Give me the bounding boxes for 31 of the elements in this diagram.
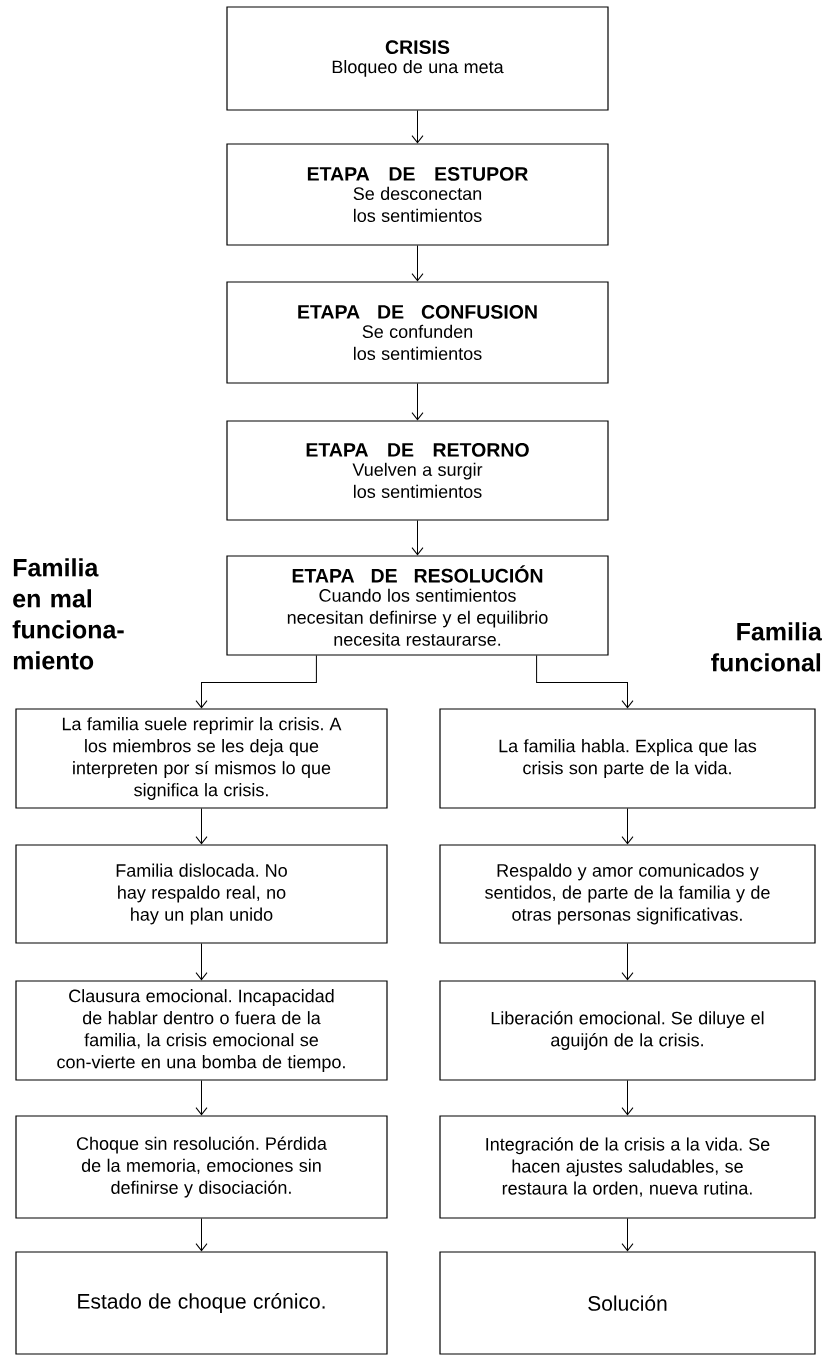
arrow <box>536 655 634 709</box>
step-box: Estado de choque crónico. <box>15 1251 388 1355</box>
step-box: La familia habla. Explica que las crisis son parte de la vida. <box>439 708 816 809</box>
arrow <box>195 1218 208 1252</box>
arrow <box>195 1080 208 1116</box>
arrow <box>195 943 208 981</box>
step-box: Choque sin resolución. Pérdida de la memoria, emociones sin definirse y disociación. <box>15 1115 388 1219</box>
arrow <box>195 655 317 709</box>
column-heading: Familia en mal funciona-miento <box>12 558 124 670</box>
arrow <box>621 1080 634 1116</box>
arrow <box>621 1218 634 1252</box>
step-box: Familia dislocada. No hay respaldo real, no hay un plan unido <box>15 844 388 944</box>
step-box: Solución <box>439 1251 816 1355</box>
arrow <box>411 520 424 556</box>
step-box: Integración de la crisis a la vida. Se hacen ajustes saludables, se restaura la orden, nueva rutina. <box>439 1115 816 1219</box>
stage-box: ETAPA DE CONFUSION Se confunden los sentimientos <box>226 281 609 384</box>
stage-box: CRISIS Bloqueo de una meta <box>226 6 609 111</box>
step-box: La familia suele reprimir la crisis. A los miembros se les deja que interpreten por sí mismos lo que significa la crisis. <box>15 708 388 809</box>
stage-box: ETAPA DE RESOLUCIÓN Cuando los sentimientos necesitan definirse y el equilibrio necesita restaurarse. <box>226 555 609 656</box>
arrow <box>411 383 424 421</box>
stage-box: ETAPA DE ESTUPOR Se desconectan los sentimientos <box>226 143 609 246</box>
step-box: Clausura emocional. Incapacidad de hablar dentro o fuera de la familia, la crisis emocional se con-vierte en una bomba de tiempo. <box>15 980 388 1081</box>
step-box: Respaldo y amor comunicados y sentidos, de parte de la familia y de otras personas significativas. <box>439 844 816 944</box>
arrow <box>621 943 634 981</box>
arrow <box>411 110 424 144</box>
arrow <box>411 245 424 282</box>
step-box: Liberación emocional. Se diluye el aguijón de la crisis. <box>439 980 816 1081</box>
arrow <box>621 808 634 845</box>
column-heading: Familia funcional <box>711 622 822 672</box>
arrow <box>195 808 208 845</box>
stage-box: ETAPA DE RETORNO Vuelven a surgir los sentimientos <box>226 420 609 521</box>
